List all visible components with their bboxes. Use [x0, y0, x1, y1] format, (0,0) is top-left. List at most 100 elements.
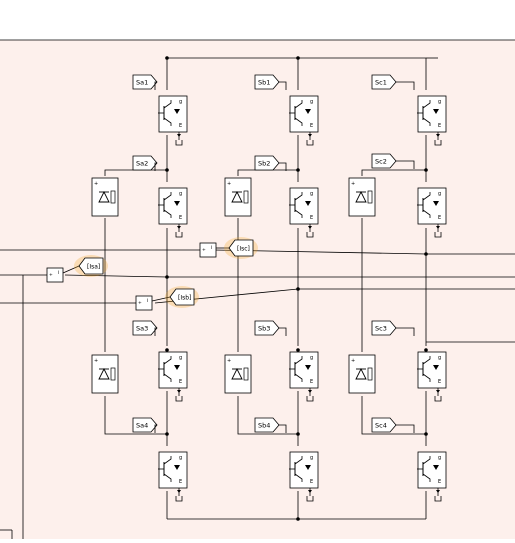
goto-tag-icon[interactable]: Sb3 [254, 320, 280, 336]
junction-dot [424, 168, 428, 172]
svg-text:E: E [310, 479, 313, 485]
ground-icon [175, 140, 183, 146]
gate-wire [154, 162, 157, 171]
svg-text:+: + [94, 358, 98, 364]
diode-top-wire [361, 169, 426, 176]
svg-text:g: g [438, 99, 441, 105]
svg-text:g: g [438, 191, 441, 197]
goto-tag-label: Sb2 [258, 160, 270, 168]
igbt-icon[interactable]: gE [158, 351, 188, 402]
sensor-signal-wire [151, 296, 171, 302]
svg-text:E: E [179, 479, 182, 485]
svg-text:g: g [438, 455, 441, 461]
junction-dot [165, 56, 169, 60]
igbt-icon[interactable]: gE [417, 95, 447, 146]
current-sensor-icon[interactable]: +I [135, 295, 153, 311]
junction-dot [165, 348, 169, 352]
gate-wire [279, 162, 287, 171]
gate-wire [396, 327, 415, 336]
svg-text:g: g [310, 355, 313, 361]
goto-tag-label: Sc1 [375, 79, 387, 87]
current-sensor-icon[interactable]: +I [46, 267, 64, 283]
ground-icon [175, 396, 183, 402]
goto-tag-icon[interactable]: Sa3 [132, 320, 158, 336]
svg-text:+: + [138, 300, 142, 306]
igbt-icon[interactable]: gE [289, 95, 319, 146]
goto-tag-icon[interactable]: Sb4 [254, 417, 280, 433]
svg-text:I: I [147, 298, 148, 304]
svg-text:g: g [179, 355, 182, 361]
goto-tag-icon[interactable]: [Isa] [74, 255, 108, 277]
goto-tag-label: Sc4 [375, 422, 387, 430]
svg-text:g: g [179, 455, 182, 461]
diode-icon[interactable]: + [348, 354, 376, 394]
svg-text:E: E [179, 215, 182, 221]
junction-dot [424, 348, 428, 352]
junction-dot [424, 432, 428, 436]
ground-icon [175, 232, 183, 238]
goto-tag-icon[interactable]: Sc4 [371, 417, 397, 433]
gate-wire [154, 327, 157, 336]
svg-text:+: + [227, 358, 231, 364]
igbt-icon[interactable]: gE [417, 451, 447, 502]
junction-dot [296, 56, 300, 60]
diode-icon[interactable]: + [348, 177, 376, 217]
goto-tag-icon[interactable]: [Isc] [224, 237, 258, 259]
igbt-icon[interactable]: gE [417, 351, 447, 402]
svg-text:g: g [310, 455, 313, 461]
svg-text:g: g [438, 355, 441, 361]
igbt-icon[interactable]: gE [158, 95, 188, 146]
diode-icon[interactable]: + [224, 177, 252, 217]
svg-text:E: E [310, 215, 313, 221]
goto-tag-icon[interactable]: Sb2 [254, 155, 280, 171]
current-sensor-icon[interactable]: +I [199, 242, 217, 258]
svg-text:I: I [58, 270, 59, 276]
svg-text:E: E [438, 379, 441, 385]
goto-tag-icon[interactable]: Sc3 [371, 320, 397, 336]
goto-tag-icon[interactable]: Sb1 [254, 74, 280, 90]
goto-tag-icon[interactable]: Sa1 [132, 74, 158, 90]
goto-tag-icon[interactable]: Sc1 [371, 74, 397, 90]
current-tag-label: [Isb] [178, 295, 191, 302]
ground-icon [306, 140, 314, 146]
diode-icon[interactable]: + [91, 354, 119, 394]
ground-icon [306, 496, 314, 502]
ground-icon [306, 396, 314, 402]
ground-icon [306, 232, 314, 238]
goto-tag-icon[interactable]: [Isb] [165, 286, 199, 308]
diode-top-wire [237, 169, 298, 176]
igbt-icon[interactable]: gE [158, 451, 188, 502]
svg-text:+: + [351, 358, 355, 364]
svg-text:E: E [310, 123, 313, 129]
svg-text:+: + [351, 181, 355, 187]
diode-bottom-wire [361, 396, 426, 435]
goto-tag-icon[interactable]: Sc2 [371, 153, 397, 169]
goto-tag-label: Sc3 [375, 325, 387, 333]
goto-tag-icon[interactable]: Sa4 [132, 417, 158, 433]
gate-wire [279, 424, 287, 433]
igbt-icon[interactable]: gE [417, 187, 447, 238]
svg-text:+: + [49, 272, 53, 278]
svg-text:I: I [211, 245, 212, 251]
diode-icon[interactable]: + [224, 354, 252, 394]
svg-text:E: E [310, 379, 313, 385]
diode-bottom-wire [104, 396, 167, 435]
ground-icon [434, 140, 442, 146]
svg-text:E: E [438, 123, 441, 129]
svg-text:+: + [202, 247, 206, 253]
goto-tag-label: Sb1 [258, 79, 270, 87]
igbt-icon[interactable]: gE [289, 451, 319, 502]
igbt-icon[interactable]: gE [158, 187, 188, 238]
svg-text:g: g [310, 99, 313, 105]
goto-tag-icon[interactable]: Sa2 [132, 155, 158, 171]
diode-icon[interactable]: + [91, 177, 119, 217]
svg-text:g: g [179, 99, 182, 105]
svg-text:g: g [310, 191, 313, 197]
igbt-icon[interactable]: gE [289, 351, 319, 402]
junction-dot [165, 168, 169, 172]
igbt-icon[interactable]: gE [289, 187, 319, 238]
diode-bottom-wire [237, 396, 298, 435]
goto-tag-label: Sc2 [375, 158, 387, 166]
